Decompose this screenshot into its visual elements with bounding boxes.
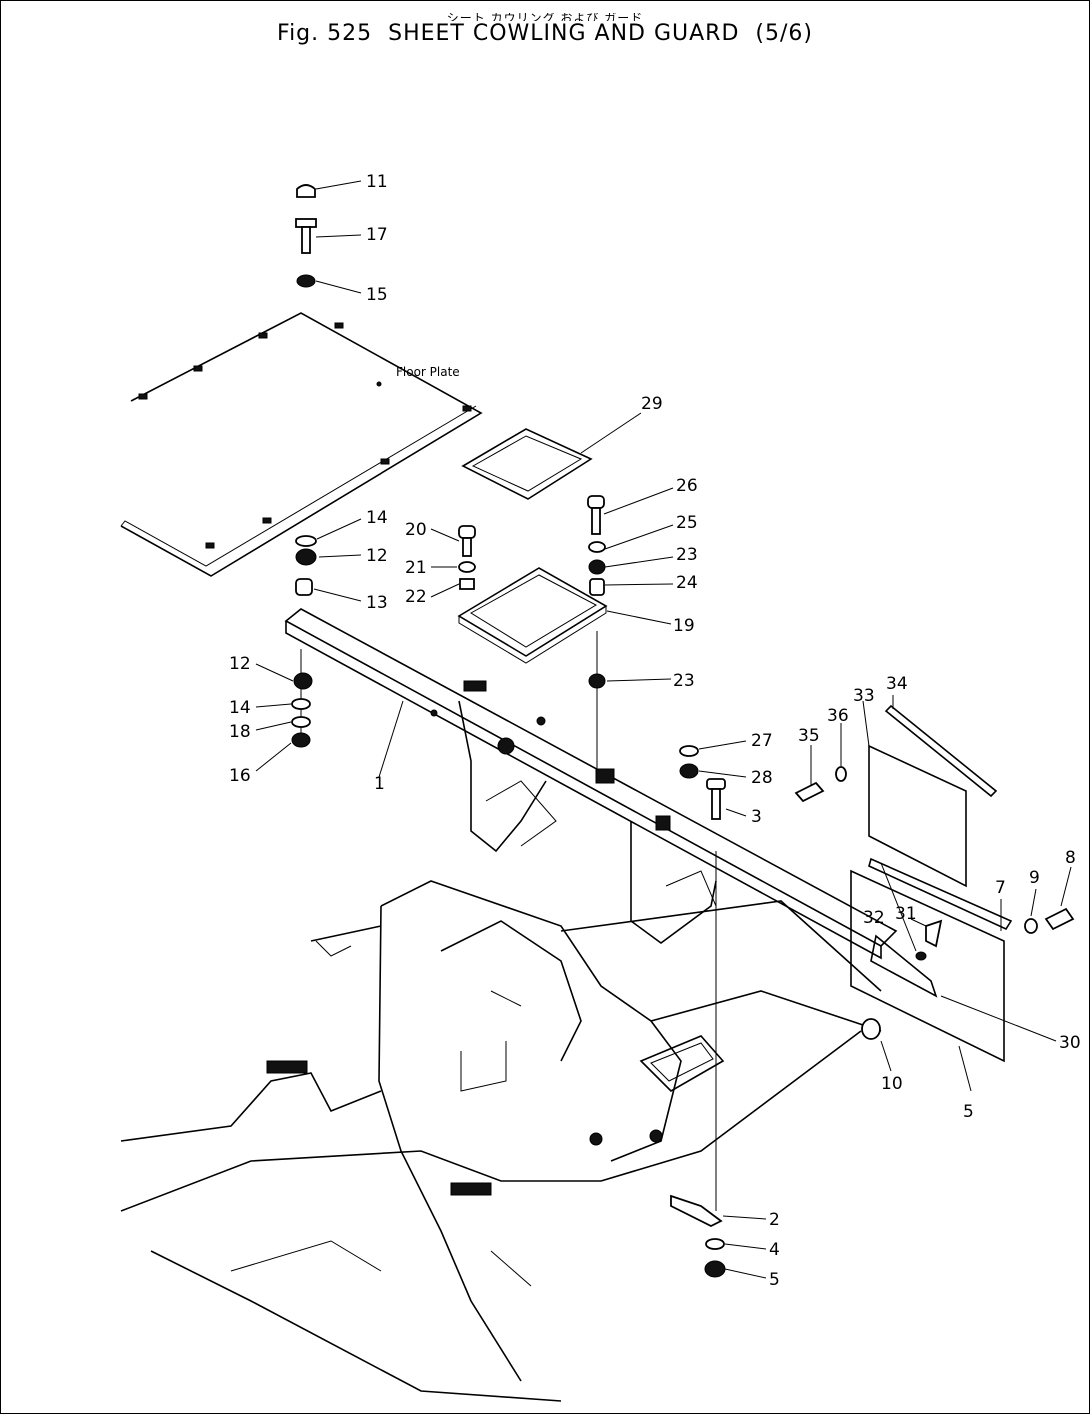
figure-title: シート カウリング および ガード Fig. 525 SHEET COWLING…	[1, 13, 1089, 46]
callout-number: 15	[366, 285, 388, 305]
callout-number: 24	[676, 573, 698, 593]
callout-number: 23	[676, 545, 698, 565]
callout-number: 18	[229, 722, 251, 742]
callout-number: 12	[366, 546, 388, 566]
callout-number: 14	[366, 508, 388, 528]
callout-number: 32	[863, 908, 885, 928]
callout-number: 17	[366, 225, 388, 245]
callout-number: 2	[769, 1210, 780, 1230]
callout-number: 36	[827, 706, 849, 726]
callout-number: 25	[676, 513, 698, 533]
fig-label: Fig. 525	[277, 21, 373, 46]
callout-number: 34	[886, 674, 908, 694]
callout-number: 10	[881, 1074, 903, 1094]
callout-number: 33	[853, 686, 875, 706]
callout-number: 3	[751, 807, 762, 827]
callout-number: 21	[405, 558, 427, 578]
fig-title-text: SHEET COWLING AND GUARD	[388, 21, 740, 46]
callout-number: 7	[995, 878, 1006, 898]
japanese-title: シート カウリング および ガード	[446, 13, 644, 21]
leader-lines	[255, 180, 1072, 1279]
callout-number: 29	[641, 394, 663, 414]
callout-number: 12	[229, 654, 251, 674]
callout-number: 8	[1065, 848, 1076, 868]
callout-number: 11	[366, 172, 388, 192]
callout-number: 20	[405, 520, 427, 540]
main-frame	[120, 880, 882, 1402]
callout-numbers: 11 17 15 14 12 13 12 14 18 16 1 20 21 22…	[229, 172, 1081, 1290]
callout-number: 26	[676, 476, 698, 496]
callout-number: 30	[1059, 1033, 1081, 1053]
hardware	[291, 184, 1075, 1278]
callout-number: 5	[963, 1102, 974, 1122]
floor-plate: Floor Plate	[120, 312, 483, 577]
cover-plate-29	[461, 428, 593, 500]
frame-19	[457, 567, 608, 664]
callout-number: 16	[229, 766, 251, 786]
callout-number: 5	[769, 1270, 780, 1290]
callout-number: 23	[673, 671, 695, 691]
callout-number: 4	[769, 1240, 780, 1260]
guard-plates	[850, 704, 1013, 1063]
callout-number: 22	[405, 587, 427, 607]
callout-number: 28	[751, 768, 773, 788]
main-beam-1	[284, 608, 898, 960]
callout-number: 13	[366, 593, 388, 613]
callout-number: 9	[1029, 868, 1040, 888]
callout-number: 19	[673, 616, 695, 636]
callout-number: 14	[229, 698, 251, 718]
callout-number: 1	[374, 774, 385, 794]
callout-number: 31	[895, 904, 917, 924]
floor-plate-label: Floor Plate	[396, 365, 460, 379]
fig-sheet-number: (5/6)	[755, 21, 813, 46]
callout-number: 27	[751, 731, 773, 751]
callout-number: 35	[798, 726, 820, 746]
